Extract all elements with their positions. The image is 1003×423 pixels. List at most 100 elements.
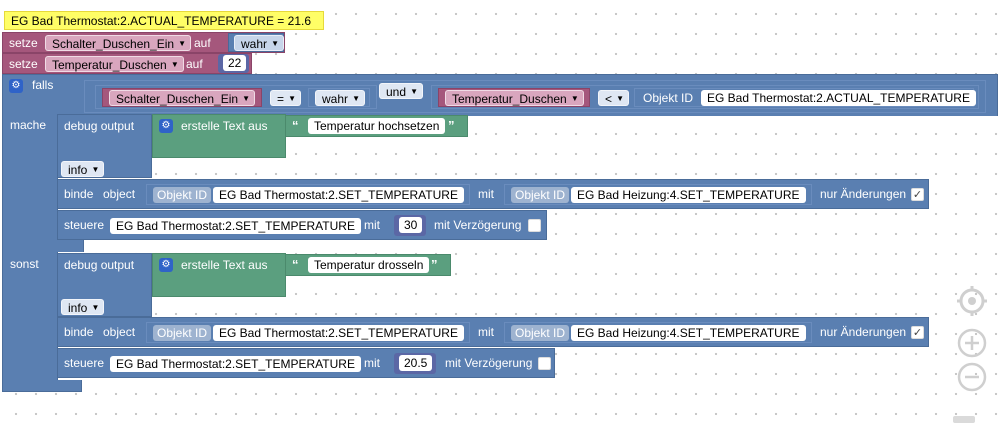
chevron-down-icon: ▼	[271, 39, 280, 48]
set-variable-block-2[interactable]: setze Temperatur_Duschen▼ auf 22	[2, 53, 252, 74]
logic-and-block[interactable]: Schalter_Duschen_Ein▼ =▼ wahr▼ und▼ Temp…	[84, 80, 986, 113]
create-text-label: erstelle Text aus	[181, 119, 268, 133]
number-block[interactable]: 22	[218, 54, 249, 73]
control-target-field[interactable]: EG Bad Thermostat:2.SET_TEMPERATURE	[110, 356, 361, 372]
number-value[interactable]: 20.5	[399, 355, 433, 371]
chevron-down-icon: ▼	[288, 94, 297, 103]
target-object-field[interactable]: EG Bad Heizung:4.SET_TEMPERATURE	[571, 187, 806, 203]
target-object-block[interactable]: Objekt ID EG Bad Heizung:4.SET_TEMPERATU…	[504, 322, 812, 343]
falls-label: falls	[32, 78, 54, 92]
create-text-label: erstelle Text aus	[181, 258, 268, 272]
chevron-down-icon: ▼	[616, 94, 625, 103]
mache-label: mache	[10, 118, 47, 132]
variable-dropdown[interactable]: Temperatur_Duschen▼	[445, 90, 584, 106]
text-field[interactable]: Temperatur hochsetzen	[308, 118, 446, 134]
variable-name: Temperatur_Duschen	[52, 58, 167, 72]
close-quote-icon: ”	[448, 118, 455, 133]
boolean-block[interactable]: wahr▼	[228, 33, 285, 52]
debug-output-label: debug output	[64, 258, 135, 272]
mit-label: mit	[364, 356, 380, 370]
setze-label: setze	[9, 36, 38, 50]
variable-dropdown[interactable]: Schalter_Duschen_Ein▼	[109, 90, 256, 106]
delay-checkbox[interactable]	[538, 357, 551, 370]
object-id-label: Objekt ID	[153, 187, 212, 203]
get-variable-block[interactable]: Temperatur_Duschen▼	[438, 88, 590, 107]
chevron-down-icon: ▼	[410, 87, 419, 96]
variable-dropdown[interactable]: Schalter_Duschen_Ein▼	[45, 35, 192, 51]
log-level-dropdown[interactable]: info▼	[61, 299, 105, 315]
only-changes-checkbox[interactable]: ✓	[911, 326, 924, 339]
gear-icon[interactable]: ⚙	[159, 258, 173, 272]
auf-label: auf	[186, 57, 203, 71]
only-changes-checkbox[interactable]: ✓	[911, 188, 924, 201]
text-block[interactable]: “ Temperatur drosseln ”	[285, 254, 451, 276]
debug-value-bubble: EG Bad Thermostat:2.ACTUAL_TEMPERATURE =…	[4, 11, 324, 30]
debug-output-block[interactable]: debug output info▼	[57, 253, 152, 317]
control-block[interactable]: steuere EG Bad Thermostat:2.SET_TEMPERAT…	[57, 348, 555, 378]
gear-icon[interactable]: ⚙	[159, 119, 173, 133]
operator-value: =	[277, 92, 285, 106]
logic-operator-dropdown[interactable]: und▼	[379, 83, 424, 99]
debug-output-block[interactable]: debug output info▼	[57, 114, 152, 178]
number-block[interactable]: 30	[394, 215, 426, 236]
trash-icon[interactable]	[950, 414, 978, 423]
object-id-block[interactable]: Objekt ID EG Bad Thermostat:2.ACTUAL_TEM…	[634, 88, 976, 107]
sonst-label: sonst	[10, 257, 39, 271]
delay-checkbox[interactable]	[528, 219, 541, 232]
number-block[interactable]: 20.5	[394, 353, 436, 374]
log-level-dropdown[interactable]: info▼	[61, 161, 105, 177]
debug-output-label: debug output	[64, 119, 135, 133]
control-target-field[interactable]: EG Bad Thermostat:2.SET_TEMPERATURE	[110, 218, 361, 234]
operator-dropdown[interactable]: =▼	[270, 90, 302, 106]
delay-label: mit Verzögerung	[445, 356, 533, 370]
boolean-block[interactable]: wahr▼	[308, 88, 370, 107]
bind-block[interactable]: binde object Objekt ID EG Bad Thermostat…	[57, 317, 929, 347]
zoom-out-icon[interactable]	[956, 361, 988, 393]
mit-label: mit	[364, 218, 380, 232]
log-level-value: info	[68, 163, 88, 177]
object-id-label: Objekt ID	[153, 325, 212, 341]
create-text-block[interactable]: ⚙ erstelle Text aus	[152, 253, 286, 297]
chevron-down-icon: ▼	[242, 94, 251, 103]
setze-label: setze	[9, 57, 38, 71]
auf-label: auf	[194, 36, 211, 50]
operator-value: <	[605, 92, 613, 106]
source-object-block[interactable]: Objekt ID EG Bad Thermostat:2.SET_TEMPER…	[146, 322, 470, 343]
target-object-block[interactable]: Objekt ID EG Bad Heizung:4.SET_TEMPERATU…	[504, 184, 812, 205]
chevron-down-icon: ▼	[91, 165, 100, 174]
source-object-field[interactable]: EG Bad Thermostat:2.SET_TEMPERATURE	[213, 325, 464, 341]
mit-label: mit	[478, 325, 494, 339]
zoom-in-icon[interactable]	[956, 327, 988, 359]
recenter-icon[interactable]	[956, 285, 988, 317]
set-variable-block-1[interactable]: setze Schalter_Duschen_Ein▼ auf wahr▼	[2, 32, 285, 53]
source-object-field[interactable]: EG Bad Thermostat:2.SET_TEMPERATURE	[213, 187, 464, 203]
gear-icon[interactable]: ⚙	[9, 79, 23, 93]
source-object-block[interactable]: Objekt ID EG Bad Thermostat:2.SET_TEMPER…	[146, 184, 470, 205]
variable-dropdown[interactable]: Temperatur_Duschen▼	[45, 56, 184, 72]
text-block[interactable]: “ Temperatur hochsetzen ”	[285, 115, 468, 137]
boolean-dropdown[interactable]: wahr▼	[234, 35, 285, 51]
open-quote-icon: “	[292, 257, 299, 272]
number-value[interactable]: 22	[223, 55, 247, 71]
control-block[interactable]: steuere EG Bad Thermostat:2.SET_TEMPERAT…	[57, 210, 547, 240]
number-value[interactable]: 30	[399, 217, 423, 233]
chevron-down-icon: ▼	[570, 94, 579, 103]
open-quote-icon: “	[292, 118, 299, 133]
object-id-label: Objekt ID	[511, 325, 570, 341]
compare-block-2[interactable]: Temperatur_Duschen▼ <▼ Objekt ID EG Bad …	[431, 85, 979, 109]
object-id-label: Objekt ID	[511, 187, 570, 203]
get-variable-block[interactable]: Schalter_Duschen_Ein▼	[102, 88, 262, 107]
target-object-field[interactable]: EG Bad Heizung:4.SET_TEMPERATURE	[571, 325, 806, 341]
variable-name: Schalter_Duschen_Ein	[116, 92, 239, 106]
steuere-label: steuere	[64, 356, 105, 370]
if-else-footer	[2, 380, 82, 392]
only-changes-label: nur Änderungen	[820, 325, 907, 339]
object-id-field[interactable]: EG Bad Thermostat:2.ACTUAL_TEMPERATURE	[701, 90, 976, 106]
compare-block-1[interactable]: Schalter_Duschen_Ein▼ =▼ wahr▼	[95, 85, 377, 109]
bind-block[interactable]: binde object Objekt ID EG Bad Thermostat…	[57, 179, 929, 209]
if-else-spine	[2, 114, 58, 390]
text-field[interactable]: Temperatur drosseln	[308, 257, 430, 273]
create-text-block[interactable]: ⚙ erstelle Text aus	[152, 114, 286, 158]
boolean-dropdown[interactable]: wahr▼	[315, 90, 366, 106]
operator-dropdown[interactable]: <▼	[598, 90, 630, 106]
